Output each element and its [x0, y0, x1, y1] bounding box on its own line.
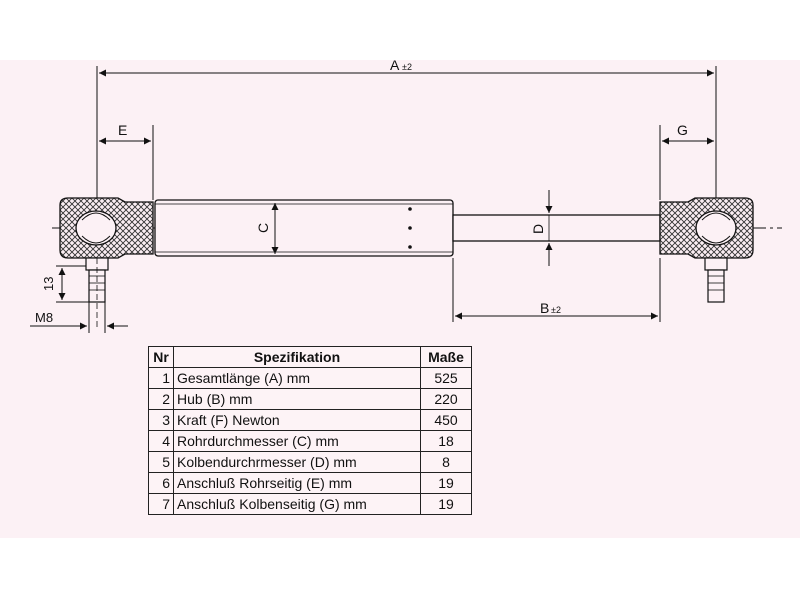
table-row: 2 Hub (B) mm 220 — [148, 388, 472, 410]
row-value: 8 — [420, 451, 472, 473]
row-spec: Anschluß Kolbenseitig (G) mm — [173, 493, 421, 515]
table-row: 7 Anschluß Kolbenseitig (G) mm 19 — [148, 493, 472, 515]
row-nr: 4 — [148, 430, 174, 452]
dimension-e: E — [99, 122, 154, 200]
specification-table: Nr Spezifikation Maße 1 Gesamtlänge (A) … — [148, 346, 472, 515]
dimension-thread: M8 — [30, 302, 128, 333]
dimension-e-label: E — [118, 122, 127, 138]
table-row: 5 Kolbendurchrmesser (D) mm 8 — [148, 451, 472, 473]
dimension-c-label: C — [255, 223, 271, 233]
left-end-fitting — [59, 197, 154, 330]
dimension-g-label: G — [677, 122, 688, 138]
row-nr: 2 — [148, 388, 174, 410]
table-row: 4 Rohrdurchmesser (C) mm 18 — [148, 430, 472, 452]
row-nr: 7 — [148, 493, 174, 515]
dimension-b: B ±2 — [452, 258, 661, 322]
table-row: 1 Gesamtlänge (A) mm 525 — [148, 367, 472, 389]
row-value: 19 — [420, 472, 472, 494]
dimension-a-tolerance: ±2 — [402, 62, 412, 72]
table-row: 6 Anschluß Rohrseitig (E) mm 19 — [148, 472, 472, 494]
dimension-d-label: D — [530, 224, 546, 234]
dimension-a: A ±2 — [96, 57, 717, 205]
dimension-g: G — [659, 122, 714, 200]
table-row: 3 Kraft (F) Newton 450 — [148, 409, 472, 431]
row-value: 450 — [420, 409, 472, 431]
row-value: 525 — [420, 367, 472, 389]
right-end-fitting — [659, 197, 754, 303]
row-nr: 6 — [148, 472, 174, 494]
row-spec: Hub (B) mm — [173, 388, 421, 410]
header-nr: Nr — [148, 346, 174, 368]
header-spec: Spezifikation — [173, 346, 421, 368]
cylinder-tube — [154, 199, 454, 257]
row-spec: Kolbendurchrmesser (D) mm — [173, 451, 421, 473]
row-nr: 3 — [148, 409, 174, 431]
header-value: Maße — [420, 346, 472, 368]
dimension-d: D — [530, 190, 553, 266]
row-value: 18 — [420, 430, 472, 452]
dimension-b-tolerance: ±2 — [551, 305, 561, 315]
dimension-thread-height-label: 13 — [41, 277, 56, 291]
dimension-c: C — [255, 203, 279, 254]
row-spec: Anschluß Rohrseitig (E) mm — [173, 472, 421, 494]
dimension-thread-height: 13 — [41, 265, 89, 303]
row-spec: Gesamtlänge (A) mm — [173, 367, 421, 389]
row-value: 220 — [420, 388, 472, 410]
dimension-b-label: B — [540, 300, 549, 316]
piston-rod — [452, 214, 661, 242]
table-header-row: Nr Spezifikation Maße — [148, 346, 472, 368]
dimension-a-label: A — [390, 57, 400, 73]
row-spec: Kraft (F) Newton — [173, 409, 421, 431]
row-nr: 5 — [148, 451, 174, 473]
row-value: 19 — [420, 493, 472, 515]
dimension-thread-label: M8 — [35, 310, 53, 325]
row-spec: Rohrdurchmesser (C) mm — [173, 430, 421, 452]
row-nr: 1 — [148, 367, 174, 389]
